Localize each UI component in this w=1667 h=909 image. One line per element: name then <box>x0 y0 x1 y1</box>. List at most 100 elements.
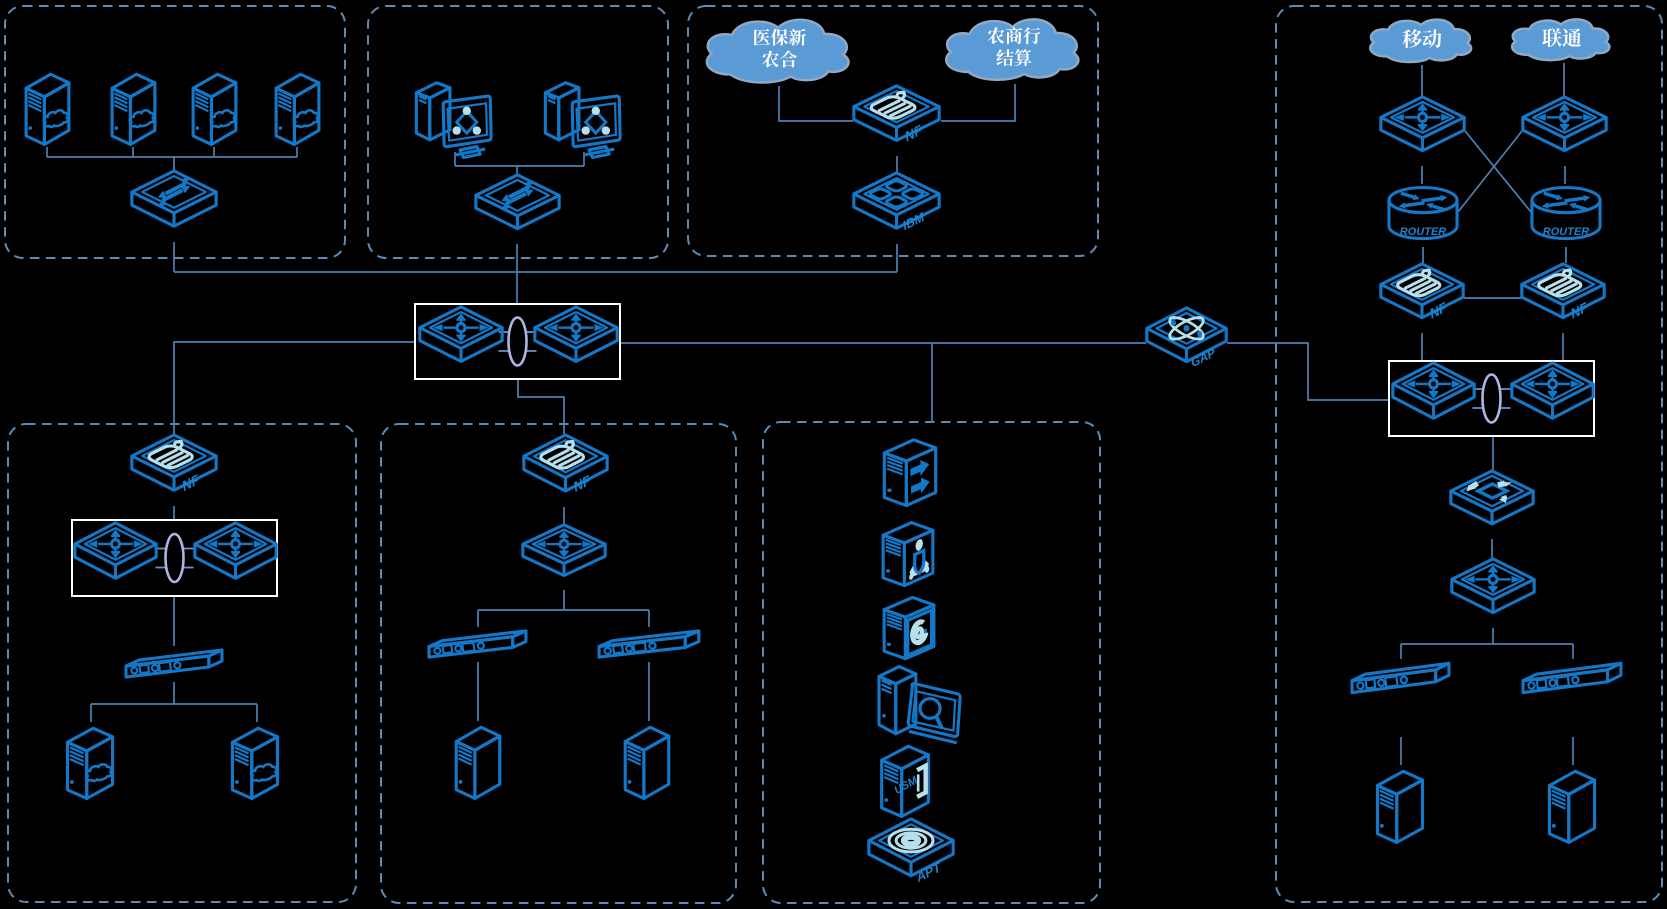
switch-ha-right-1[interactable] <box>1393 363 1474 418</box>
switch-right-access[interactable] <box>1452 559 1534 613</box>
server-bl-1[interactable] <box>67 728 113 798</box>
cloud-nongshang-shape <box>946 19 1078 79</box>
switch-wg-icon <box>132 171 216 226</box>
sec-usm-server[interactable]: USM <box>882 746 929 816</box>
nf-bottom-left[interactable]: NF <box>132 435 216 494</box>
ha-right <box>1389 361 1594 436</box>
router-1-label: ROUTER <box>1400 226 1447 238</box>
workstation-1[interactable] <box>415 81 493 159</box>
switch-isp-2[interactable] <box>1523 97 1606 151</box>
switch-ha-right-2[interactable] <box>1512 363 1593 418</box>
server-plain-icon <box>1549 771 1594 842</box>
cloud-yibao-text-line <box>753 28 807 46</box>
nf-right-2[interactable]: NF <box>1522 264 1604 322</box>
router-2-label: ROUTER <box>1543 226 1590 238</box>
cloud-nongshang[interactable] <box>946 19 1078 79</box>
rack-right-2[interactable] <box>1521 661 1623 695</box>
server-a3[interactable] <box>193 74 237 144</box>
sec-scan-server[interactable] <box>884 597 934 658</box>
server-bl-2[interactable] <box>232 728 278 798</box>
nf-external[interactable]: NF <box>854 86 939 145</box>
nf-icon <box>1522 264 1604 318</box>
switch-top-ws[interactable] <box>476 175 559 229</box>
switch-ha-left-2[interactable] <box>195 523 276 578</box>
switch-cross-icon <box>75 523 156 578</box>
rack-right-1[interactable] <box>1350 661 1451 695</box>
server-a4[interactable] <box>276 74 320 144</box>
gap-device-label: GAP <box>1189 345 1218 370</box>
switch-cross-icon <box>1381 97 1464 151</box>
workstation-2[interactable] <box>544 81 622 159</box>
cloud-liantong[interactable] <box>1512 19 1609 60</box>
ha-bottom-left <box>72 520 277 596</box>
lb-icon <box>1451 471 1533 524</box>
server-cloud-icon <box>26 74 70 144</box>
rack-icon <box>597 629 701 659</box>
e-core-bm <box>518 379 564 434</box>
switch-wg-icon <box>476 175 559 229</box>
server-a1[interactable] <box>26 74 70 144</box>
server-bm-1[interactable] <box>456 727 500 798</box>
sec-person-server[interactable] <box>883 523 933 586</box>
gap-device[interactable]: GAP <box>1147 308 1226 370</box>
rack-icon <box>1350 661 1451 695</box>
rack-bm-1[interactable] <box>427 629 528 659</box>
switch-cross-icon <box>420 307 502 362</box>
switch-isp-1[interactable] <box>1381 97 1464 151</box>
nf-bottom-mid-label: NF <box>571 472 593 495</box>
lb-device[interactable] <box>1451 471 1533 524</box>
switch-bottom-mid[interactable] <box>523 525 605 576</box>
rack-icon <box>124 648 224 679</box>
zone-internet-right <box>1276 6 1662 902</box>
e-cloud2-nf <box>941 84 1015 121</box>
zone-external-settlement <box>688 6 1098 256</box>
e-gap-right <box>1227 343 1389 400</box>
switch-cross-icon <box>195 523 276 578</box>
router-1[interactable]: ROUTER <box>1387 186 1459 240</box>
server-right-1[interactable] <box>1377 771 1422 842</box>
nf-right-1-label: NF <box>1428 299 1450 322</box>
ibm-host-label: IBM <box>901 209 926 233</box>
server-plain-icon <box>456 727 500 798</box>
rack-bm-2[interactable] <box>597 629 701 659</box>
sec-person-icon <box>883 523 933 586</box>
workstation-icon <box>544 81 622 159</box>
server-cloud-icon <box>232 728 278 798</box>
switch-ha-core-1[interactable] <box>420 307 502 362</box>
switch-cross-icon <box>1452 559 1534 613</box>
cloud-yibao[interactable] <box>707 20 849 83</box>
server-a2[interactable] <box>112 74 156 144</box>
switch-cross-icon <box>523 525 605 576</box>
ha-bottom-left-link-ellipse <box>166 534 184 582</box>
rack-icon <box>1521 661 1623 695</box>
nf-icon <box>132 435 216 490</box>
ha-core <box>415 304 620 379</box>
server-right-2[interactable] <box>1549 771 1594 842</box>
router-2[interactable]: ROUTER <box>1530 186 1602 240</box>
sec-scan-icon <box>884 597 934 658</box>
server-cloud-icon <box>193 74 237 144</box>
nf-icon <box>524 435 607 491</box>
switch-ha-core-2[interactable] <box>535 307 617 362</box>
ibm-host[interactable]: IBM <box>854 173 939 233</box>
server-cloud-icon <box>276 74 320 144</box>
nf-right-1[interactable]: NF <box>1381 264 1463 322</box>
switch-top-left[interactable] <box>132 171 216 226</box>
ibm-icon <box>854 173 939 228</box>
sec-apt-device[interactable]: APT <box>869 819 953 886</box>
e-core-bl <box>174 342 415 434</box>
sec-audit-server[interactable] <box>877 664 962 745</box>
switch-cross-icon <box>1523 97 1606 151</box>
nf-bottom-mid[interactable]: NF <box>524 435 607 495</box>
server-cloud-icon <box>112 74 156 144</box>
sec-patch-icon <box>884 440 935 506</box>
switch-ha-left-1[interactable] <box>75 523 156 578</box>
sec-patch-server[interactable] <box>884 440 935 506</box>
server-bm-2[interactable] <box>625 727 669 798</box>
cloud-yidong[interactable] <box>1370 20 1471 63</box>
ha-right-link-ellipse <box>1483 375 1501 423</box>
zone-top-left-servers <box>5 6 345 258</box>
nf-bottom-left-label: NF <box>180 472 202 495</box>
rack-bottom-left[interactable] <box>124 648 224 679</box>
